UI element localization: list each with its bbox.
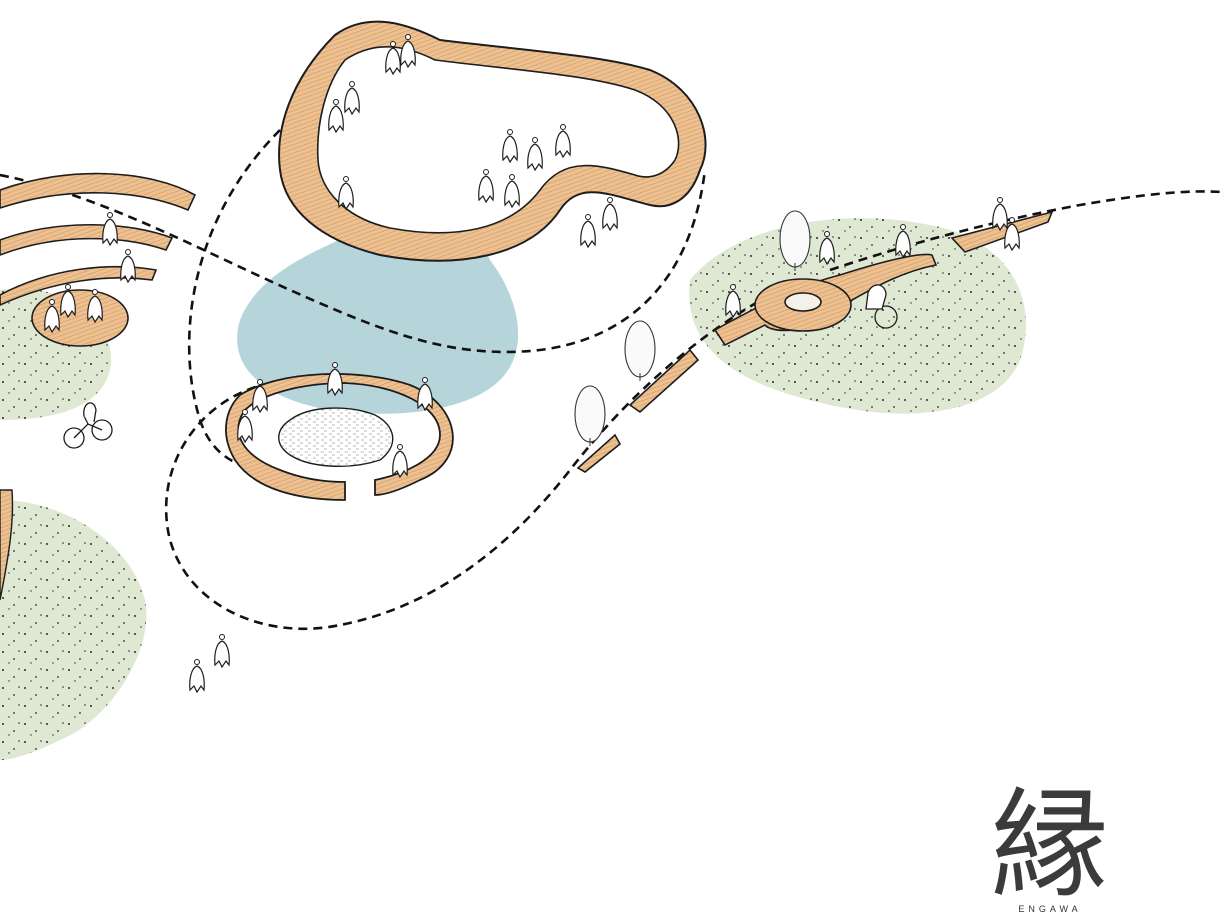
- grass-field-lower-left: [0, 500, 147, 760]
- bicycle-icon: [63, 402, 113, 449]
- grass-field-right: [689, 218, 1026, 414]
- tree-icon: [624, 320, 656, 382]
- tree-icon: [574, 385, 606, 447]
- title-glyph: 縁: [990, 776, 1109, 914]
- looped-boardwalk: [278, 20, 707, 262]
- right-boardwalk: [576, 210, 1054, 473]
- wheelchair-icon: [865, 284, 898, 329]
- subtitle: ENGAWA: [1018, 904, 1082, 914]
- ring-bench: [225, 373, 454, 501]
- walking-path: [0, 129, 1222, 631]
- curved-deck-lower-left: [0, 489, 14, 601]
- arc-benches: [0, 172, 197, 306]
- pond: [237, 216, 519, 414]
- oval-deck: [31, 289, 129, 347]
